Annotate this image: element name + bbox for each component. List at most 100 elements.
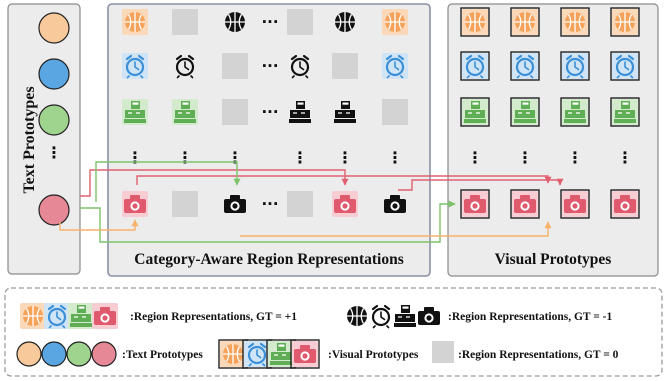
legend-visual-prototype-cash-register-icon — [266, 339, 296, 369]
region-negative-alarm-clock-icon — [290, 54, 310, 79]
horizontal-ellipsis: ··· — [261, 13, 278, 31]
arrow-red-right — [398, 178, 564, 191]
neutral-tile — [382, 99, 408, 125]
region-negative-cash-register-icon — [289, 101, 311, 123]
visual-prototype-alarm-clock-icon — [510, 51, 540, 81]
region-positive-camera-icon — [122, 191, 148, 217]
vertical-ellipsis: ⋮ — [127, 148, 143, 167]
visual-prototype-camera-icon — [560, 189, 590, 219]
visual-prototype-grid: ⋮ ⋮ ⋮ ⋮ — [460, 7, 640, 219]
legend-positive-camera-icon — [92, 303, 118, 329]
neutral-tile — [222, 99, 248, 125]
visual-prototype-camera-icon — [610, 189, 640, 219]
visual-prototype-cash-register-icon — [510, 97, 540, 127]
vertical-ellipsis: ⋮ — [227, 148, 243, 167]
visual-prototype-alarm-clock-icon — [460, 51, 490, 81]
neutral-tile — [222, 53, 248, 79]
text-prototype-basketball — [38, 12, 70, 44]
horizontal-ellipsis: ··· — [261, 195, 278, 213]
vertical-ellipsis: ⋮ — [177, 148, 193, 167]
arrow-green-bottom — [80, 200, 456, 243]
neutral-tile — [172, 9, 198, 35]
region-positive-cash-register-icon — [122, 99, 148, 125]
text-prototype-camera — [38, 194, 70, 226]
legend-positive-alarm-clock-icon — [44, 303, 70, 329]
region-negative-camera-icon — [224, 195, 246, 213]
visual-prototype-cash-register-icon — [610, 97, 640, 127]
region-positive-alarm-clock-icon — [122, 53, 148, 79]
horizontal-ellipsis: ··· — [261, 103, 278, 121]
vertical-ellipsis: ⋮ — [337, 148, 353, 167]
text-prototype-alarm-clock — [38, 58, 70, 90]
region-representations-title: Category-Aware Region Representations — [134, 251, 403, 268]
visual-prototype-cash-register-icon — [460, 97, 490, 127]
visual-prototype-alarm-clock-icon — [560, 51, 590, 81]
legend-visual-prototypes-label: :Visual Prototypes — [328, 349, 419, 361]
arrow-green-top — [95, 161, 241, 202]
neutral-tile — [172, 191, 198, 217]
legend-negative-basketball-icon — [347, 306, 367, 326]
connection-arrows — [59, 161, 564, 243]
legend-text-prototype-circle — [41, 341, 67, 367]
legend-negative-camera-icon — [418, 307, 440, 325]
legend-negative-alarm-clock-icon — [371, 304, 391, 329]
visual-prototype-basketball-icon — [610, 7, 640, 37]
neutral-tile — [332, 53, 358, 79]
arrow-orange-bottom — [59, 219, 139, 231]
region-negative-camera-icon — [384, 195, 406, 213]
legend-box — [4, 287, 663, 377]
legend-positive-cash-register-icon — [68, 303, 94, 329]
visual-prototype-basketball-icon — [460, 7, 490, 37]
legend-visual-prototype-icons — [218, 339, 320, 369]
vertical-ellipsis: ⋮ — [517, 148, 533, 167]
visual-prototype-basketball-icon — [510, 7, 540, 37]
region-negative-alarm-clock-icon — [175, 54, 195, 79]
region-negative-basketball-icon — [225, 12, 245, 32]
legend-positive-label: :Region Representations, GT = +1 — [130, 311, 297, 323]
text-prototypes-column: ⋮ — [38, 12, 70, 226]
vertical-ellipsis: ⋮ — [387, 148, 403, 167]
legend-visual-prototype-camera-icon — [290, 339, 320, 369]
region-representations-panel — [107, 3, 431, 277]
neutral-tile — [287, 191, 313, 217]
region-grid: ··· ··· ··· ⋮ ⋮ ⋮ ⋮ ⋮ ⋮ ··· — [122, 9, 408, 217]
legend-visual-prototype-basketball-icon — [218, 339, 248, 369]
arrow-red-top — [80, 169, 349, 197]
vertical-ellipsis: ⋮ — [567, 148, 583, 167]
legend-text-prototype-circle — [91, 341, 117, 367]
visual-prototypes-title: Visual Prototypes — [495, 251, 612, 268]
region-positive-basketball-icon — [122, 9, 148, 35]
horizontal-ellipsis: ··· — [261, 57, 278, 75]
legend-text-prototype-circle — [66, 341, 92, 367]
vertical-ellipsis: ⋮ — [292, 148, 308, 167]
text-prototypes-panel — [7, 3, 81, 275]
visual-prototype-alarm-clock-icon — [610, 51, 640, 81]
region-negative-basketball-icon — [335, 12, 355, 32]
legend-text-prototype-circles — [16, 341, 117, 367]
vertical-ellipsis: ⋮ — [617, 148, 633, 167]
legend-positive-basketball-icon — [20, 303, 46, 329]
text-prototypes-title: Text Prototypes — [21, 86, 38, 193]
legend-negative-cash-register-icon — [394, 305, 416, 327]
region-negative-cash-register-icon — [334, 101, 356, 123]
neutral-tile — [287, 9, 313, 35]
vertical-ellipsis: ⋮ — [46, 143, 62, 162]
legend-neutral-swatch — [432, 341, 454, 363]
legend-text-prototypes-label: :Text Prototypes — [122, 349, 203, 361]
text-prototype-cash-register — [38, 104, 70, 136]
legend-visual-prototype-alarm-clock-icon — [242, 339, 272, 369]
visual-prototype-camera-icon — [460, 189, 490, 219]
region-positive-camera-icon — [332, 191, 358, 217]
visual-prototype-camera-icon — [510, 189, 540, 219]
legend-positive-icons — [20, 303, 118, 329]
region-positive-cash-register-icon — [172, 99, 198, 125]
legend-neutral-label: :Region Representations, GT = 0 — [458, 349, 619, 361]
visual-prototype-basketball-icon — [560, 7, 590, 37]
arrow-orange-right — [240, 221, 552, 237]
legend-negative-label: :Region Representations, GT = -1 — [448, 311, 613, 323]
visual-prototype-cash-register-icon — [560, 97, 590, 127]
vertical-ellipsis: ⋮ — [467, 148, 483, 167]
visual-prototypes-panel — [447, 3, 659, 277]
region-positive-alarm-clock-icon — [382, 53, 408, 79]
